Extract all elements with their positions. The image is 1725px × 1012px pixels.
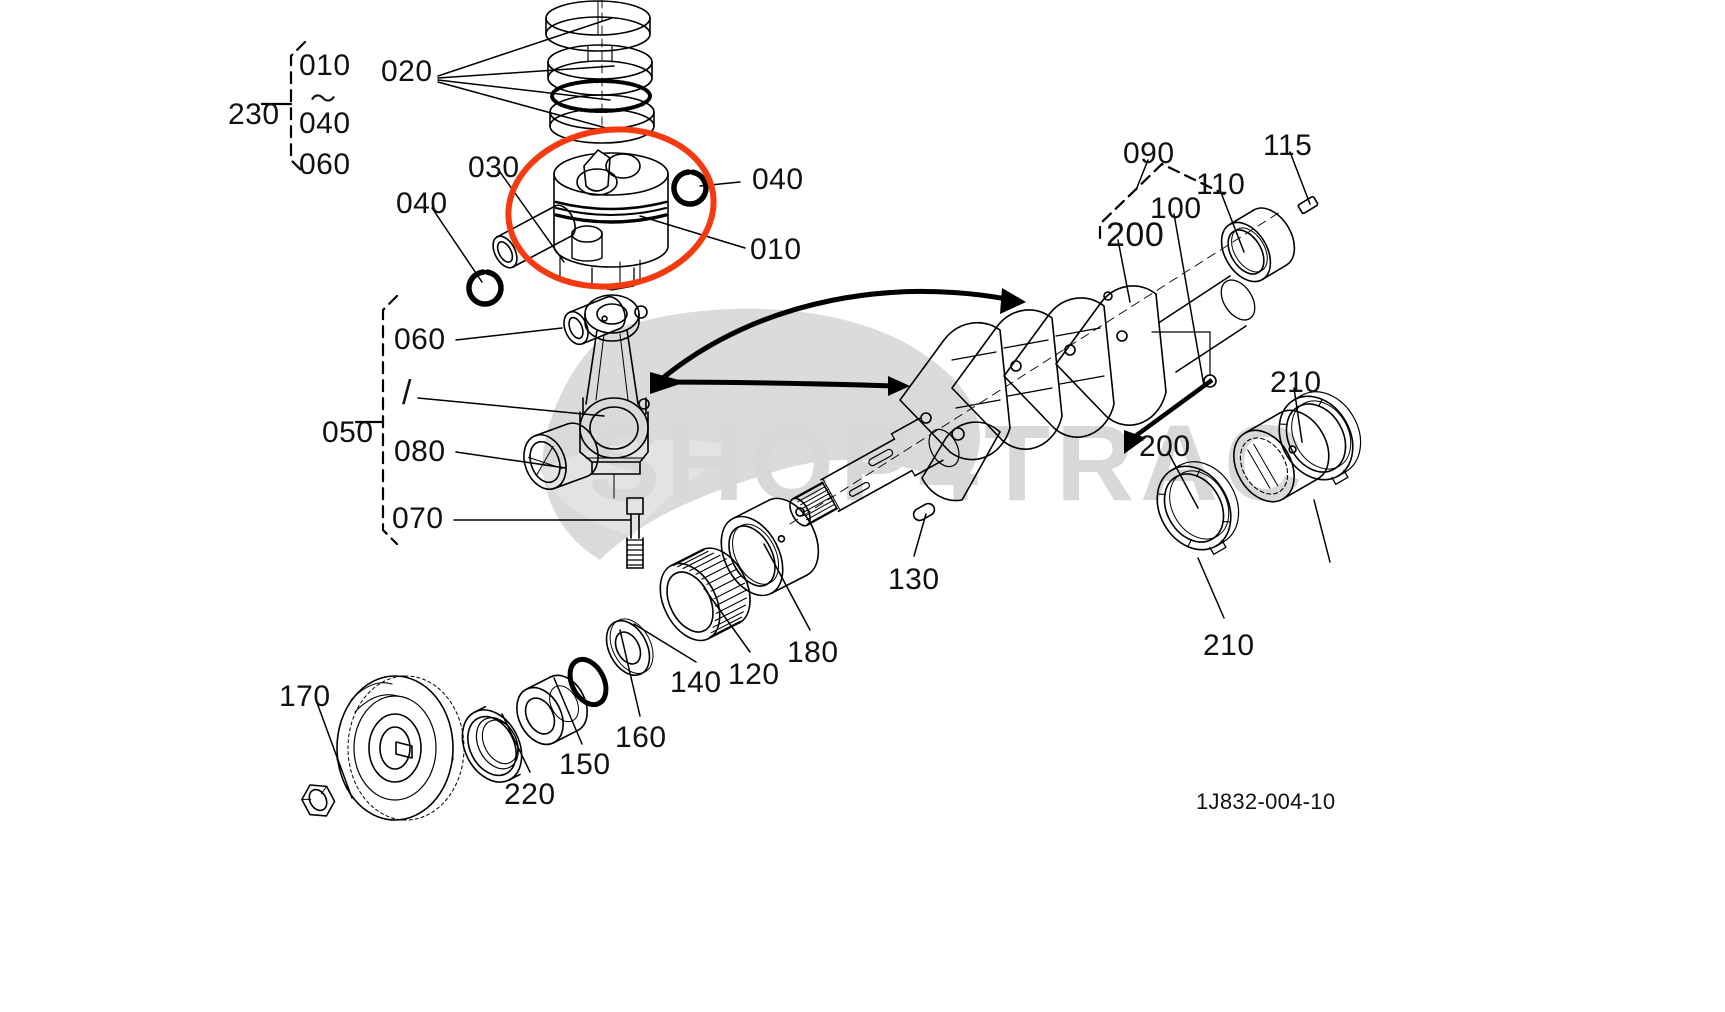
- callout-030: 030: [468, 151, 520, 184]
- arrow-tail-wedge: [650, 372, 686, 394]
- callout-010: 010: [750, 233, 802, 266]
- bracket-230-member-040: 040: [299, 107, 351, 140]
- selected-part-circle[interactable]: [498, 116, 724, 299]
- assembly-arrows: [650, 288, 1214, 454]
- drawing-number: 1J832-004-10: [1196, 789, 1336, 814]
- callout-150: 150: [559, 748, 611, 781]
- bracket-230-member-010: 010: [299, 49, 351, 82]
- callout-080: 080: [394, 435, 446, 468]
- piston-ring-1: [545, 0, 651, 52]
- connecting-rod-bolt: [613, 473, 644, 569]
- washer: [605, 618, 654, 677]
- callout-110: 110: [1196, 168, 1246, 201]
- bracket-230-tilde: 〜: [310, 84, 337, 114]
- callout-crank-slash: 200: [1106, 216, 1165, 254]
- callout-040-right: 040: [752, 163, 804, 196]
- crankshaft: [789, 211, 1281, 527]
- callout-040-left: 040: [396, 187, 448, 220]
- callout-100: 100: [1150, 192, 1202, 225]
- crankshaft-gear: [659, 547, 751, 642]
- crankshaft-nut: [301, 784, 336, 817]
- woodruff-key: [912, 502, 936, 522]
- bracket-090: [1098, 162, 1226, 240]
- main-bearing-half-left: [1156, 461, 1240, 555]
- callout-050: 050: [322, 416, 374, 449]
- oil-seal: [461, 705, 523, 783]
- arrow-head-upper: [1000, 288, 1026, 314]
- center-main-bearing: [1220, 207, 1296, 283]
- watermark-text: SHOP4TRAC: [588, 402, 1308, 523]
- callout-230: 230: [228, 98, 280, 131]
- callout-020: 020: [381, 55, 433, 88]
- crankshaft-collar: [720, 497, 820, 597]
- bearing: [516, 674, 588, 746]
- callout-120: 120: [728, 658, 780, 691]
- leader-020-fan: [437, 17, 615, 129]
- bracket-230: [289, 40, 307, 176]
- crank-webs: [899, 285, 1167, 461]
- callout-060: 060: [394, 323, 446, 356]
- arrow-head-lower: [888, 376, 910, 396]
- bracket-230-member-060: 060: [299, 148, 351, 181]
- callout-090: 090: [1123, 137, 1175, 170]
- callout-160: 160: [615, 721, 667, 754]
- callout-180: 180: [787, 636, 839, 669]
- callout-130: 130: [888, 563, 940, 596]
- piston-pin: [492, 204, 576, 269]
- callout-conrod-slash: /: [402, 374, 412, 412]
- callout-140: 140: [670, 666, 722, 699]
- bracket-050: [381, 294, 399, 546]
- reference-node-leader: [1151, 331, 1211, 376]
- dowel-pin: [1297, 196, 1319, 215]
- watermark-logo-accent: [540, 439, 740, 536]
- connecting-rod: [579, 294, 650, 475]
- arrow-head-pin: [1124, 430, 1146, 454]
- thrust-bearing-center: [1233, 409, 1330, 503]
- leader-lines: [315, 151, 1331, 799]
- callout-170: 170: [279, 680, 331, 713]
- bracket-090-stem: [1135, 159, 1149, 191]
- callout-200-right: 210: [1270, 366, 1322, 399]
- callout-115: 115: [1263, 129, 1313, 162]
- callout-070: 070: [392, 502, 444, 535]
- callout-210-left: 210: [1203, 629, 1255, 662]
- callout-220: 220: [504, 778, 556, 811]
- o-ring: [567, 656, 609, 708]
- callout-200-left: 200: [1139, 430, 1191, 463]
